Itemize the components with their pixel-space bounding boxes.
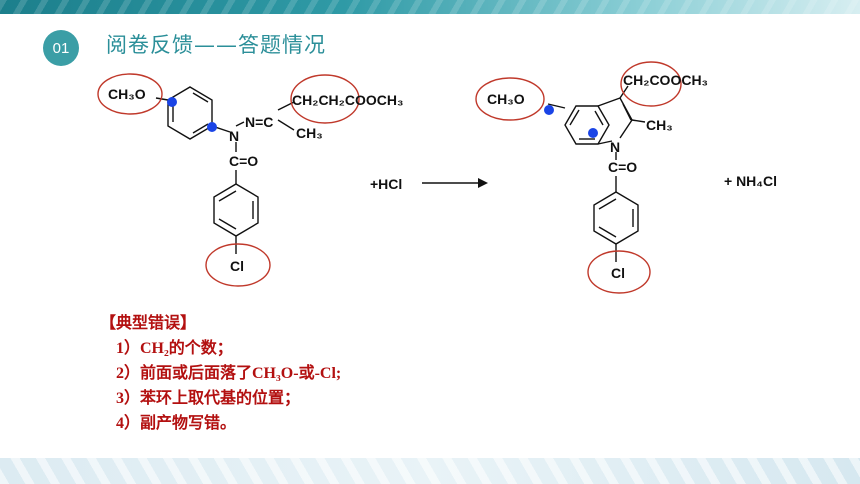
error-item: 1）CH₂的个数； xyxy=(116,340,233,357)
byproduct-label: + NH₄Cl xyxy=(724,173,777,189)
reactant-carbonyl-label: C=O xyxy=(229,153,258,169)
product-marker-dot-2 xyxy=(588,128,598,138)
bottom-decorative-band xyxy=(0,458,860,484)
reactant-hydrazone-label: N=C xyxy=(245,114,273,130)
section-number-badge: 01 xyxy=(43,30,79,66)
error-item: 2）前面或后面落了CH₃O-或-Cl; xyxy=(116,365,342,382)
reactant-chloro-circle xyxy=(205,243,271,287)
typical-errors-heading: 【典型错误】 xyxy=(100,315,197,332)
section-number: 01 xyxy=(52,39,70,57)
typical-errors-block: 【典型错误】 1）CH₂的个数； 2）前面或后面落了CH₃O-或-Cl; 3）苯… xyxy=(100,311,341,436)
product-methoxy-label: CH₃O xyxy=(487,91,525,107)
top-decorative-band xyxy=(0,0,860,14)
reactant-chloro-label: Cl xyxy=(230,258,244,274)
product-chloro-label: Cl xyxy=(611,265,625,281)
product-methoxy-circle xyxy=(475,77,545,121)
reactant-marker-dot-1 xyxy=(167,97,177,107)
reactant-marker-dot-2 xyxy=(207,122,217,132)
reactant-amine-n-label: N xyxy=(229,128,239,144)
product-marker-dot-1 xyxy=(544,105,554,115)
reaction-scheme: CH₃O N=C N CH₂CH₂COOCH₃ CH₃ C=O Cl +HCl … xyxy=(97,61,777,294)
reactant-methyl-label: CH₃ xyxy=(296,125,323,141)
reactant-methoxy-circle xyxy=(97,73,163,115)
error-item: 3）苯环上取代基的位置； xyxy=(116,390,301,407)
reactant-methoxy-label: CH₃O xyxy=(108,86,146,102)
product-sidechain-label: CH₂COOCH₃ xyxy=(623,72,708,88)
product-sidechain-circle xyxy=(620,61,682,107)
reaction-arrow-head xyxy=(478,178,488,188)
page-title: 阅卷反馈——答题情况 xyxy=(106,33,326,57)
product-ring-n-label: N xyxy=(610,139,620,155)
reactant-methoxyphenyl-ring xyxy=(167,86,213,140)
reagent-label: +HCl xyxy=(370,176,402,192)
reactant-sidechain-label: CH₂CH₂COOCH₃ xyxy=(292,92,403,108)
product-chloro-circle xyxy=(587,250,651,294)
product-carbonyl-label: C=O xyxy=(608,159,637,175)
error-item: 4）副产物写错。 xyxy=(116,415,237,432)
product-methyl-label: CH₃ xyxy=(646,117,673,133)
reactant-sidechain-circle xyxy=(290,74,360,124)
